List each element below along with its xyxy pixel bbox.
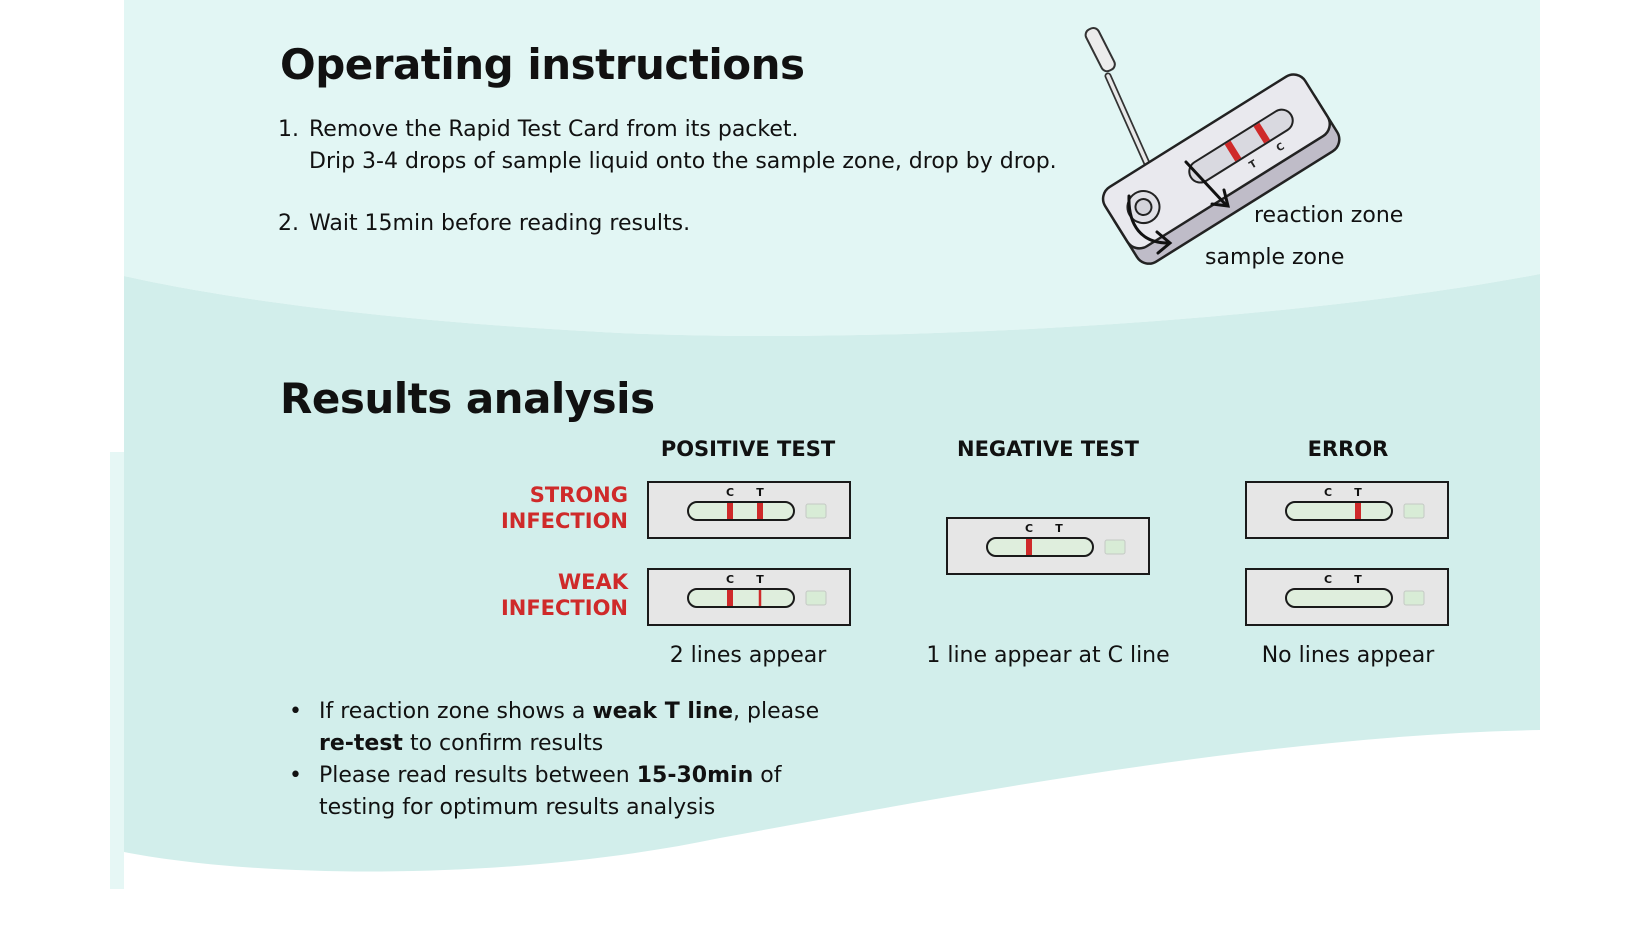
positive-test-heading: POSITIVE TEST <box>660 437 836 461</box>
note-emphasis: re-test <box>319 731 403 756</box>
instruction-step-2: 2. Wait 15min before reading results. <box>278 208 1078 240</box>
left-edge-strip <box>110 452 124 889</box>
t-mark: T <box>1354 573 1362 586</box>
bullet-icon: • <box>289 699 302 724</box>
c-line <box>1026 539 1032 555</box>
strong-infection-line-1: STRONG <box>529 483 628 507</box>
t-line <box>1355 503 1361 519</box>
t-mark: T <box>1354 486 1362 499</box>
step-text-line-1: Remove the Rapid Test Card from its pack… <box>309 117 799 142</box>
step-text-line-2: Drip 3-4 drops of sample liquid onto the… <box>309 149 1057 174</box>
instruction-step-1: 1. Remove the Rapid Test Card from its p… <box>278 114 1078 178</box>
strong-infection-line-2: INFECTION <box>500 509 628 533</box>
reaction-zone-label: reaction zone <box>1254 203 1404 228</box>
t-mark: T <box>756 573 764 586</box>
note-text: Please read results between <box>319 763 637 788</box>
dropper-icon <box>1084 26 1161 190</box>
result-window <box>687 501 795 521</box>
sample-well <box>1403 590 1425 606</box>
sample-well <box>805 590 827 606</box>
note-text: If reaction zone shows a <box>319 699 593 724</box>
negative-caption: 1 line appear at C line <box>926 643 1170 668</box>
t-line <box>758 590 762 606</box>
instructions-title: Operating instructions <box>280 40 805 89</box>
result-window <box>1285 588 1393 608</box>
negative-test-heading: NEGATIVE TEST <box>957 437 1139 461</box>
c-mark: C <box>1025 522 1033 535</box>
c-mark: C <box>726 486 734 499</box>
note-item: • If reaction zone shows a weak T line, p… <box>286 696 839 760</box>
result-window <box>986 537 1094 557</box>
t-mark: T <box>1055 522 1063 535</box>
note-text: , please <box>733 699 820 724</box>
c-mark: C <box>726 573 734 586</box>
test-cassette-illustration: T C <box>1084 26 1341 265</box>
arrow-icon <box>1127 160 1230 255</box>
note-emphasis: weak T line <box>592 699 734 724</box>
note-emphasis: 15-30min <box>636 763 754 788</box>
positive-caption: 2 lines appear <box>669 643 827 668</box>
note-item: • Please read results between 15-30min of… <box>286 760 839 824</box>
sample-well <box>1104 539 1126 555</box>
step-number: 2. <box>278 211 299 236</box>
note-text: to confirm results <box>402 731 604 756</box>
sample-zone-label: sample zone <box>1205 245 1345 270</box>
c-line <box>727 503 733 519</box>
strong-infection-label: STRONG INFECTION <box>428 482 628 534</box>
bullet-icon: • <box>289 763 302 788</box>
result-window <box>687 588 795 608</box>
c-line <box>727 590 733 606</box>
weak-infection-line-2: INFECTION <box>500 596 628 620</box>
weak-infection-line-1: WEAK <box>557 570 628 594</box>
weak-infection-label: WEAK INFECTION <box>428 569 628 621</box>
note-text: of testing for optimum results analysis <box>319 763 782 820</box>
notes-list: • If reaction zone shows a weak T line, p… <box>286 696 839 824</box>
c-mark: C <box>1324 573 1332 586</box>
cassette-body: T C <box>1101 73 1341 265</box>
t-line <box>757 503 763 519</box>
t-mark: T <box>756 486 764 499</box>
sample-well <box>805 503 827 519</box>
step-number: 1. <box>278 117 299 142</box>
result-window <box>1285 501 1393 521</box>
instructions-panel <box>124 0 1540 336</box>
results-title: Results analysis <box>280 374 655 423</box>
error-heading: ERROR <box>1307 437 1389 461</box>
sample-well <box>1403 503 1425 519</box>
step-text-line-1: Wait 15min before reading results. <box>309 211 691 236</box>
error-caption: No lines appear <box>1261 643 1435 668</box>
diagram-mark-t: T <box>1247 158 1259 171</box>
c-mark: C <box>1324 486 1332 499</box>
